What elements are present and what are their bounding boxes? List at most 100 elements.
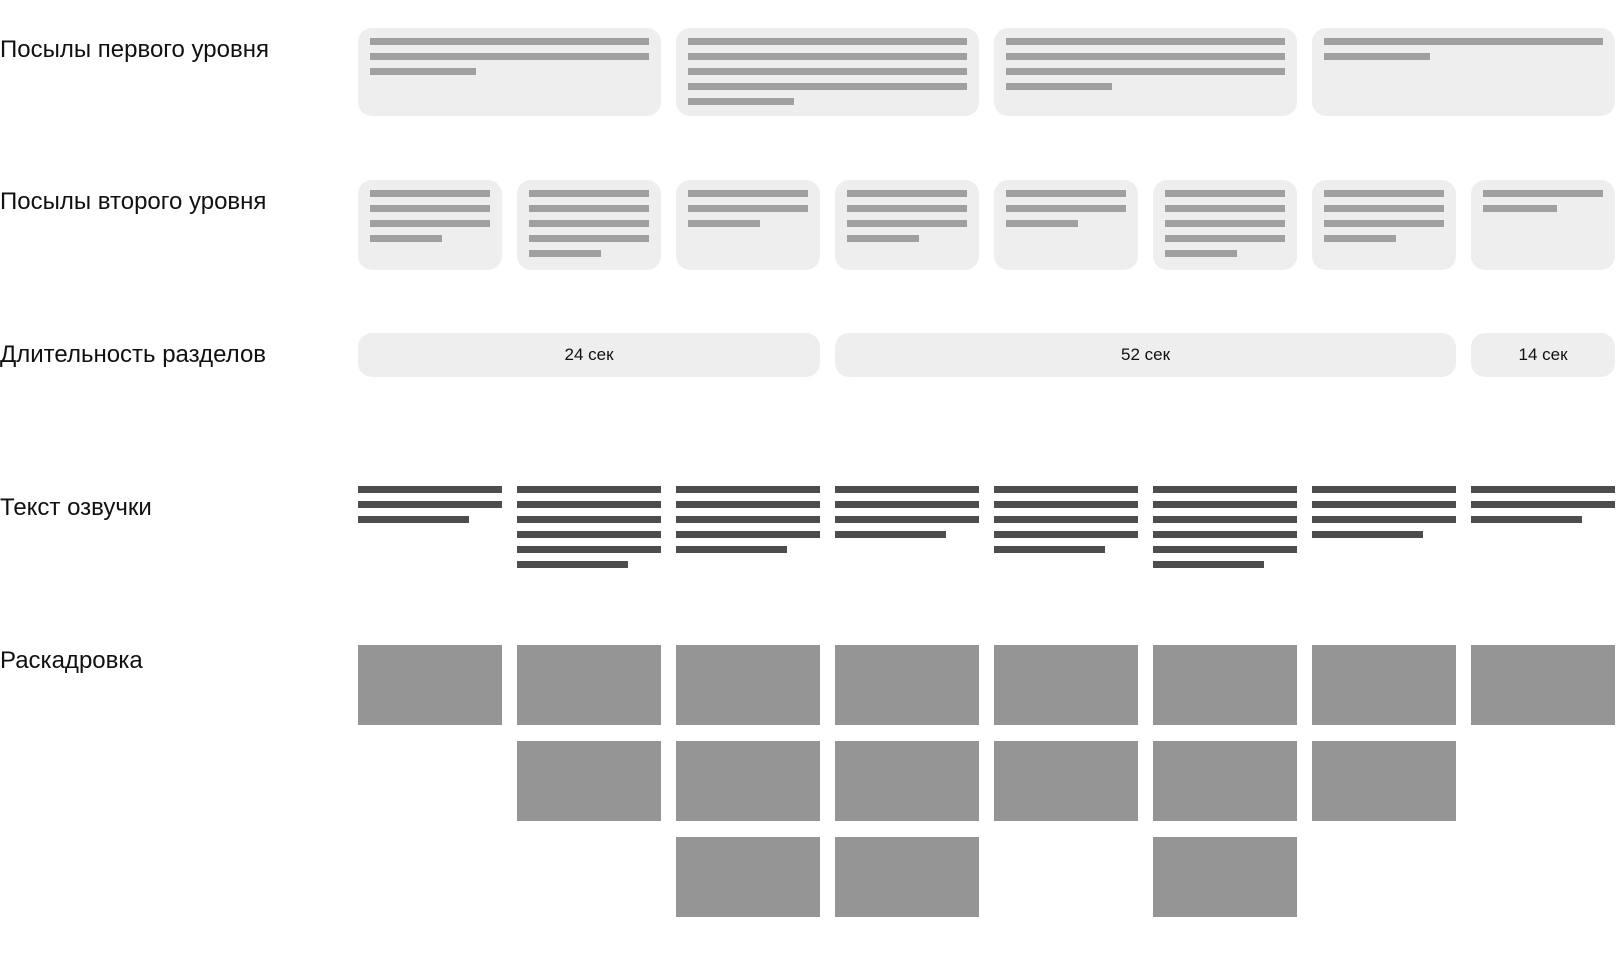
voiceover-line (1312, 501, 1456, 508)
storyboard-frame[interactable] (676, 837, 820, 917)
row-label-durations: Длительность разделов (0, 341, 267, 368)
voiceover-line (835, 531, 946, 538)
level2-card[interactable] (676, 180, 820, 270)
placeholder-line (370, 235, 442, 242)
voiceover-line (1153, 501, 1297, 508)
storyboard-frame[interactable] (835, 837, 979, 917)
voiceover-line (1153, 516, 1297, 523)
placeholder-line (529, 220, 649, 227)
placeholder-line (1165, 205, 1285, 212)
storyboard-frame[interactable] (517, 645, 661, 725)
storyboard-frame[interactable] (994, 741, 1138, 821)
storyboard-frame[interactable] (358, 645, 502, 725)
row-label-voiceover: Текст озвучки (0, 494, 152, 521)
placeholder-line (1324, 53, 1431, 60)
placeholder-line (847, 235, 919, 242)
placeholder-line (529, 235, 649, 242)
storyboard-frame[interactable] (676, 741, 820, 821)
voiceover-line (358, 516, 469, 523)
level1-card[interactable] (1312, 28, 1615, 116)
voiceover-line (676, 531, 820, 538)
placeholder-line (847, 205, 967, 212)
storyboard-frame[interactable] (517, 741, 661, 821)
placeholder-line (1006, 53, 1285, 60)
voiceover-line (835, 486, 979, 493)
storyboard-frame[interactable] (835, 741, 979, 821)
voiceover-line (676, 516, 820, 523)
voiceover-line (994, 501, 1138, 508)
storyboard-frame[interactable] (1471, 645, 1615, 725)
placeholder-line (1165, 220, 1285, 227)
level1-card[interactable] (994, 28, 1297, 116)
voiceover-line (517, 531, 661, 538)
voiceover-line (517, 561, 628, 568)
level2-card[interactable] (835, 180, 979, 270)
level1-card[interactable] (676, 28, 979, 116)
placeholder-line (529, 250, 601, 257)
voiceover-line (994, 546, 1105, 553)
duration-label: 52 сек (1120, 345, 1171, 364)
placeholder-line (1006, 205, 1126, 212)
placeholder-line (1324, 220, 1444, 227)
placeholder-line (529, 205, 649, 212)
level2-card[interactable] (1153, 180, 1297, 270)
voiceover-line (358, 501, 502, 508)
placeholder-line (1006, 220, 1078, 227)
duration-block[interactable]: 24 сек (358, 333, 820, 377)
voiceover-line (517, 546, 661, 553)
level2-card[interactable] (1471, 180, 1615, 270)
placeholder-line (1483, 205, 1558, 212)
placeholder-line (1006, 68, 1285, 75)
placeholder-line (688, 53, 967, 60)
placeholder-line (688, 205, 808, 212)
placeholder-line (370, 53, 649, 60)
duration-label: 24 сек (564, 345, 614, 364)
placeholder-line (847, 190, 967, 197)
placeholder-line (1165, 235, 1285, 242)
voiceover-line (1153, 486, 1297, 493)
voiceover-line (517, 501, 661, 508)
voiceover-line (517, 486, 661, 493)
voiceover-line (1312, 516, 1456, 523)
storyboard-frame[interactable] (1312, 645, 1456, 725)
placeholder-line (1006, 38, 1285, 45)
placeholder-line (370, 68, 477, 75)
placeholder-line (688, 38, 967, 45)
voiceover-line (358, 486, 502, 493)
level2-card[interactable] (517, 180, 661, 270)
placeholder-line (688, 220, 760, 227)
placeholder-line (1165, 190, 1285, 197)
placeholder-line (529, 190, 649, 197)
storyboard-frame[interactable] (1153, 741, 1297, 821)
storyboard-frame[interactable] (1153, 837, 1297, 917)
storyboard-frame[interactable] (994, 645, 1138, 725)
storyboard-frame[interactable] (1153, 645, 1297, 725)
voiceover-line (676, 501, 820, 508)
placeholder-line (688, 98, 795, 105)
voiceover-line (994, 516, 1138, 523)
voiceover-line (1471, 486, 1615, 493)
placeholder-line (1165, 250, 1237, 257)
voiceover-line (994, 486, 1138, 493)
placeholder-line (1324, 38, 1603, 45)
level2-card[interactable] (358, 180, 502, 270)
storyboard-frame[interactable] (1312, 741, 1456, 821)
voiceover-line (1471, 516, 1582, 523)
duration-block[interactable]: 52 сек (835, 333, 1456, 377)
voiceover-line (835, 516, 979, 523)
storyboard-frame[interactable] (835, 645, 979, 725)
row-label-storyboard: Раскадровка (0, 647, 143, 674)
placeholder-line (1006, 190, 1126, 197)
voiceover-line (676, 546, 787, 553)
placeholder-line (370, 205, 490, 212)
level1-card[interactable] (358, 28, 661, 116)
voiceover-line (1153, 531, 1297, 538)
level2-card[interactable] (994, 180, 1138, 270)
storyboard-frame[interactable] (676, 645, 820, 725)
voiceover-line (1312, 486, 1456, 493)
duration-block[interactable]: 14 сек (1471, 333, 1615, 377)
voiceover-line (676, 486, 820, 493)
placeholder-line (1324, 205, 1444, 212)
level2-card[interactable] (1312, 180, 1456, 270)
placeholder-line (370, 190, 490, 197)
